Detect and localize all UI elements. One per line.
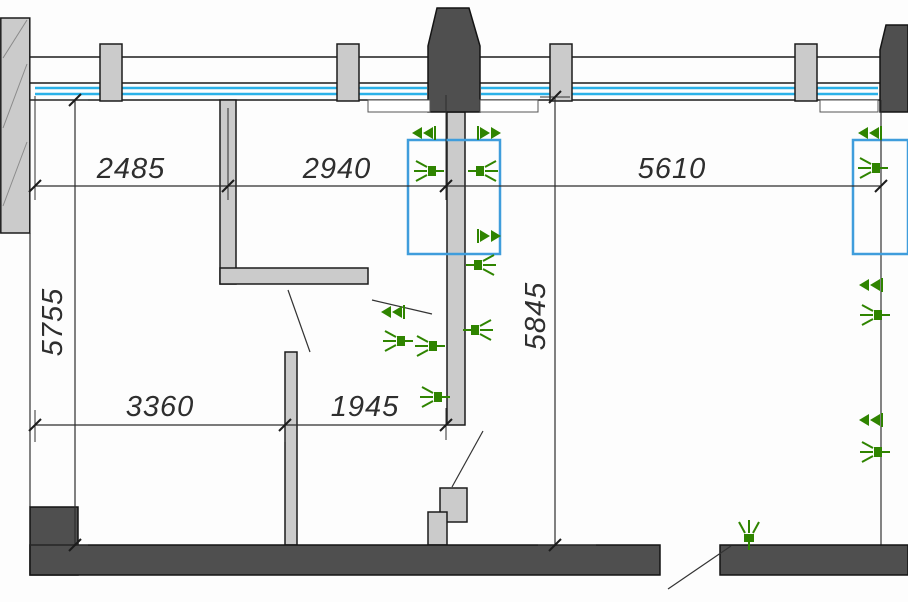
emergency-light-icon	[859, 441, 891, 463]
direction-arrows-icon	[858, 277, 883, 293]
left-wall-hatch	[2, 19, 28, 207]
interior-partition	[284, 351, 298, 546]
direction-arrows-icon	[477, 125, 502, 141]
dimension-lines	[35, 97, 881, 545]
central-wall-stub-b	[427, 511, 448, 546]
dimension-labels: 2485 2940 5610 5755 5845 3360 1945	[37, 153, 707, 423]
emergency-light-icon	[467, 160, 499, 182]
direction-arrows-icon	[858, 412, 883, 428]
dim-left-height: 5755	[37, 288, 69, 357]
emergency-light-icon	[382, 330, 414, 352]
walls-dark	[29, 7, 908, 576]
central-dark-column	[427, 7, 481, 113]
dim-top-right: 5610	[638, 153, 707, 185]
direction-arrows-icon	[477, 228, 502, 244]
facade-column-2	[336, 43, 360, 102]
facade-column-3	[549, 43, 573, 102]
dim-bottom-left: 3360	[126, 391, 195, 423]
direction-arrows-icon	[857, 125, 882, 141]
emergency-light-icon	[419, 386, 451, 408]
bottom-wall-right	[719, 544, 908, 576]
emergency-light-icon	[414, 335, 446, 357]
emergency-light-icon	[859, 304, 891, 326]
bottom-wall-left	[29, 544, 661, 576]
direction-arrows-icon	[411, 125, 436, 141]
central-wall	[446, 111, 466, 426]
shaft-left	[406, 138, 502, 256]
walls-light	[0, 17, 818, 546]
direction-arrows-icon	[380, 304, 405, 320]
facade-column-4	[794, 43, 818, 102]
dim-top-left: 2485	[96, 153, 166, 185]
emergency-light-icon	[857, 157, 889, 179]
dim-top-middle: 2940	[302, 153, 372, 185]
emergency-light-icon	[462, 319, 494, 341]
leader-lines	[287, 289, 732, 590]
emergency-light-icon	[413, 160, 445, 182]
sill-steps	[367, 99, 879, 113]
interior-wall-horizontal-L	[219, 267, 369, 285]
emergency-light-icon	[465, 254, 497, 276]
right-dark-column	[879, 24, 908, 113]
facade-column-1	[99, 43, 123, 102]
dim-bottom-middle: 1945	[331, 391, 400, 423]
dim-middle-height: 5845	[520, 282, 552, 351]
